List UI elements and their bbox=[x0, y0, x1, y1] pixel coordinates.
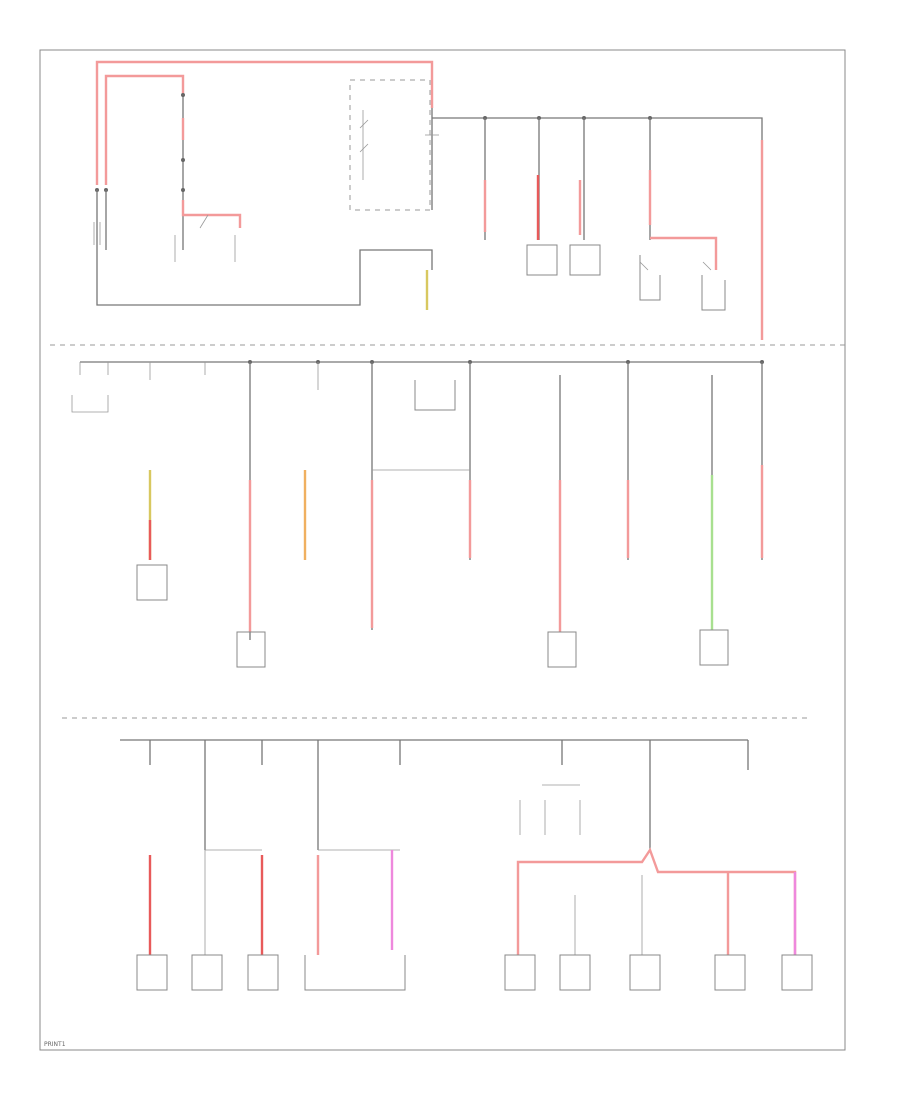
footer-code: PRINT1 bbox=[44, 1041, 66, 1048]
interior-fuse-section bbox=[71, 360, 764, 668]
diagram-frame bbox=[39, 49, 846, 1051]
battery-section bbox=[93, 60, 764, 340]
underhood-fuse-section bbox=[120, 739, 813, 991]
